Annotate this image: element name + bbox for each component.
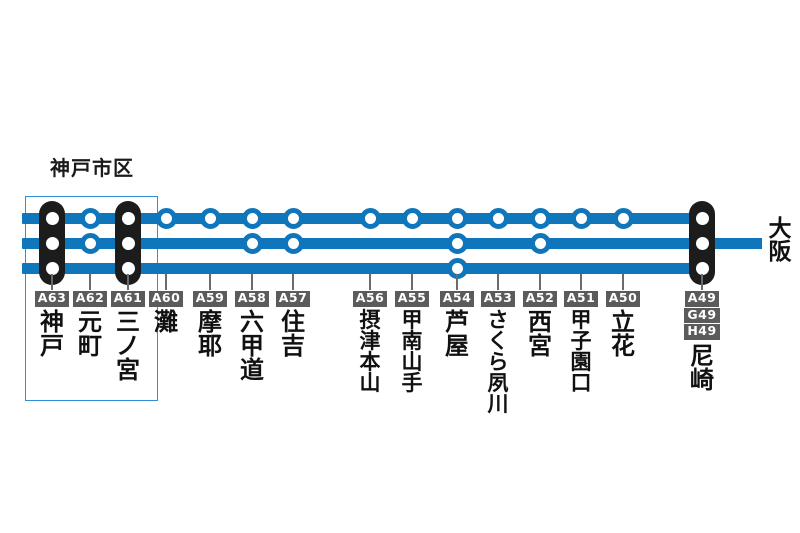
station-code-stack-A63: A63 (28, 291, 76, 307)
station-name-A63: 神戸 (40, 308, 64, 360)
station-dot-A51-line1 (570, 207, 592, 229)
station-code-A49: A49 (684, 291, 720, 307)
station-code-stack-A59: A59 (186, 291, 234, 307)
leader-tick-A58 (251, 274, 253, 290)
leader-tick-A63 (51, 274, 53, 290)
leader-tick-A61 (127, 274, 129, 290)
leader-tick-A60 (165, 274, 167, 290)
station-code-stack-A54: A54 (433, 291, 481, 307)
station-code-A56: A56 (352, 291, 388, 307)
station-name-A59: 摩耶 (198, 308, 222, 360)
station-name-A55: 甲南山手 (401, 308, 423, 395)
station-code-A59: A59 (192, 291, 228, 307)
station-dot-A57-line2 (282, 232, 304, 254)
station-code-A52: A52 (522, 291, 558, 307)
station-code-H49: H49 (684, 324, 720, 340)
station-dot-A49-line1 (695, 211, 709, 225)
station-dot-A49-line3 (695, 261, 709, 275)
station-code-A61: A61 (110, 291, 146, 307)
station-code-A57: A57 (275, 291, 311, 307)
leader-tick-A49 (701, 274, 703, 290)
station-code-G49: G49 (684, 307, 720, 323)
station-code-A51: A51 (563, 291, 599, 307)
station-code-A60: A60 (148, 291, 184, 307)
station-name-A56: 摂津本山 (359, 308, 381, 395)
station-name-A51: 甲子園口 (570, 308, 592, 395)
direction-label-osaka: 大阪 (768, 216, 792, 266)
station-dot-A61-line2 (121, 236, 135, 250)
station-dot-A53-line1 (487, 207, 509, 229)
station-dot-A63-line1 (45, 211, 59, 225)
station-code-stack-A50: A50 (599, 291, 647, 307)
station-code-stack-A53: A53 (474, 291, 522, 307)
leader-tick-A59 (209, 274, 211, 290)
station-code-A53: A53 (480, 291, 516, 307)
station-name-A54: 芦屋 (445, 308, 469, 360)
station-dot-A50-line1 (612, 207, 634, 229)
station-dot-A49-line2 (695, 236, 709, 250)
station-code-stack-A55: A55 (388, 291, 436, 307)
leader-tick-A62 (89, 274, 91, 290)
leader-tick-A52 (539, 274, 541, 290)
station-dot-A62-line2 (79, 232, 101, 254)
rail-to-osaka (712, 237, 762, 249)
station-dot-A63-line2 (45, 236, 59, 250)
leader-tick-A53 (497, 274, 499, 290)
station-name-A49: 尼崎 (690, 342, 714, 394)
station-dot-A54-line2 (446, 232, 468, 254)
station-name-A50: 立花 (611, 308, 635, 360)
station-code-stack-A52: A52 (516, 291, 564, 307)
station-name-A57: 住吉 (281, 308, 305, 360)
station-code-stack-A62: A62 (66, 291, 114, 307)
station-dot-A56-line1 (359, 207, 381, 229)
station-code-A54: A54 (439, 291, 475, 307)
station-code-A62: A62 (72, 291, 108, 307)
rail-line-bottom (22, 262, 712, 274)
station-code-A55: A55 (394, 291, 430, 307)
station-name-A58: 六甲道 (240, 308, 264, 384)
station-code-stack-A56: A56 (346, 291, 394, 307)
station-code-A58: A58 (234, 291, 270, 307)
station-code-stack-A61: A61 (104, 291, 152, 307)
station-dot-A59-line1 (199, 207, 221, 229)
leader-tick-A50 (622, 274, 624, 290)
station-code-A50: A50 (605, 291, 641, 307)
station-dot-A58-line1 (241, 207, 263, 229)
station-dot-A52-line2 (529, 232, 551, 254)
leader-tick-A54 (456, 274, 458, 290)
station-name-A60: 灘 (154, 308, 178, 336)
leader-tick-A57 (292, 274, 294, 290)
leader-tick-A55 (411, 274, 413, 290)
station-dot-A63-line3 (45, 261, 59, 275)
station-name-A62: 元町 (78, 308, 102, 360)
station-dot-A61-line3 (121, 261, 135, 275)
station-code-stack-A51: A51 (557, 291, 605, 307)
station-dot-A57-line1 (282, 207, 304, 229)
leader-tick-A56 (369, 274, 371, 290)
station-dot-A55-line1 (401, 207, 423, 229)
station-dot-A60-line1 (155, 207, 177, 229)
station-name-A61: 三ノ宮 (116, 308, 140, 384)
station-code-A63: A63 (34, 291, 70, 307)
leader-tick-A51 (580, 274, 582, 290)
rail-line-middle (22, 237, 712, 249)
region-label: 神戸市区 (50, 156, 134, 180)
station-name-A53: さくら夙川 (487, 308, 509, 416)
station-dot-A52-line1 (529, 207, 551, 229)
station-code-stack-A60: A60 (142, 291, 190, 307)
station-dot-A61-line1 (121, 211, 135, 225)
station-code-stack-A57: A57 (269, 291, 317, 307)
station-code-stack-A58: A58 (228, 291, 276, 307)
station-dot-A62-line1 (79, 207, 101, 229)
station-dot-A58-line2 (241, 232, 263, 254)
station-dot-A54-line1 (446, 207, 468, 229)
station-name-A52: 西宮 (528, 308, 552, 360)
